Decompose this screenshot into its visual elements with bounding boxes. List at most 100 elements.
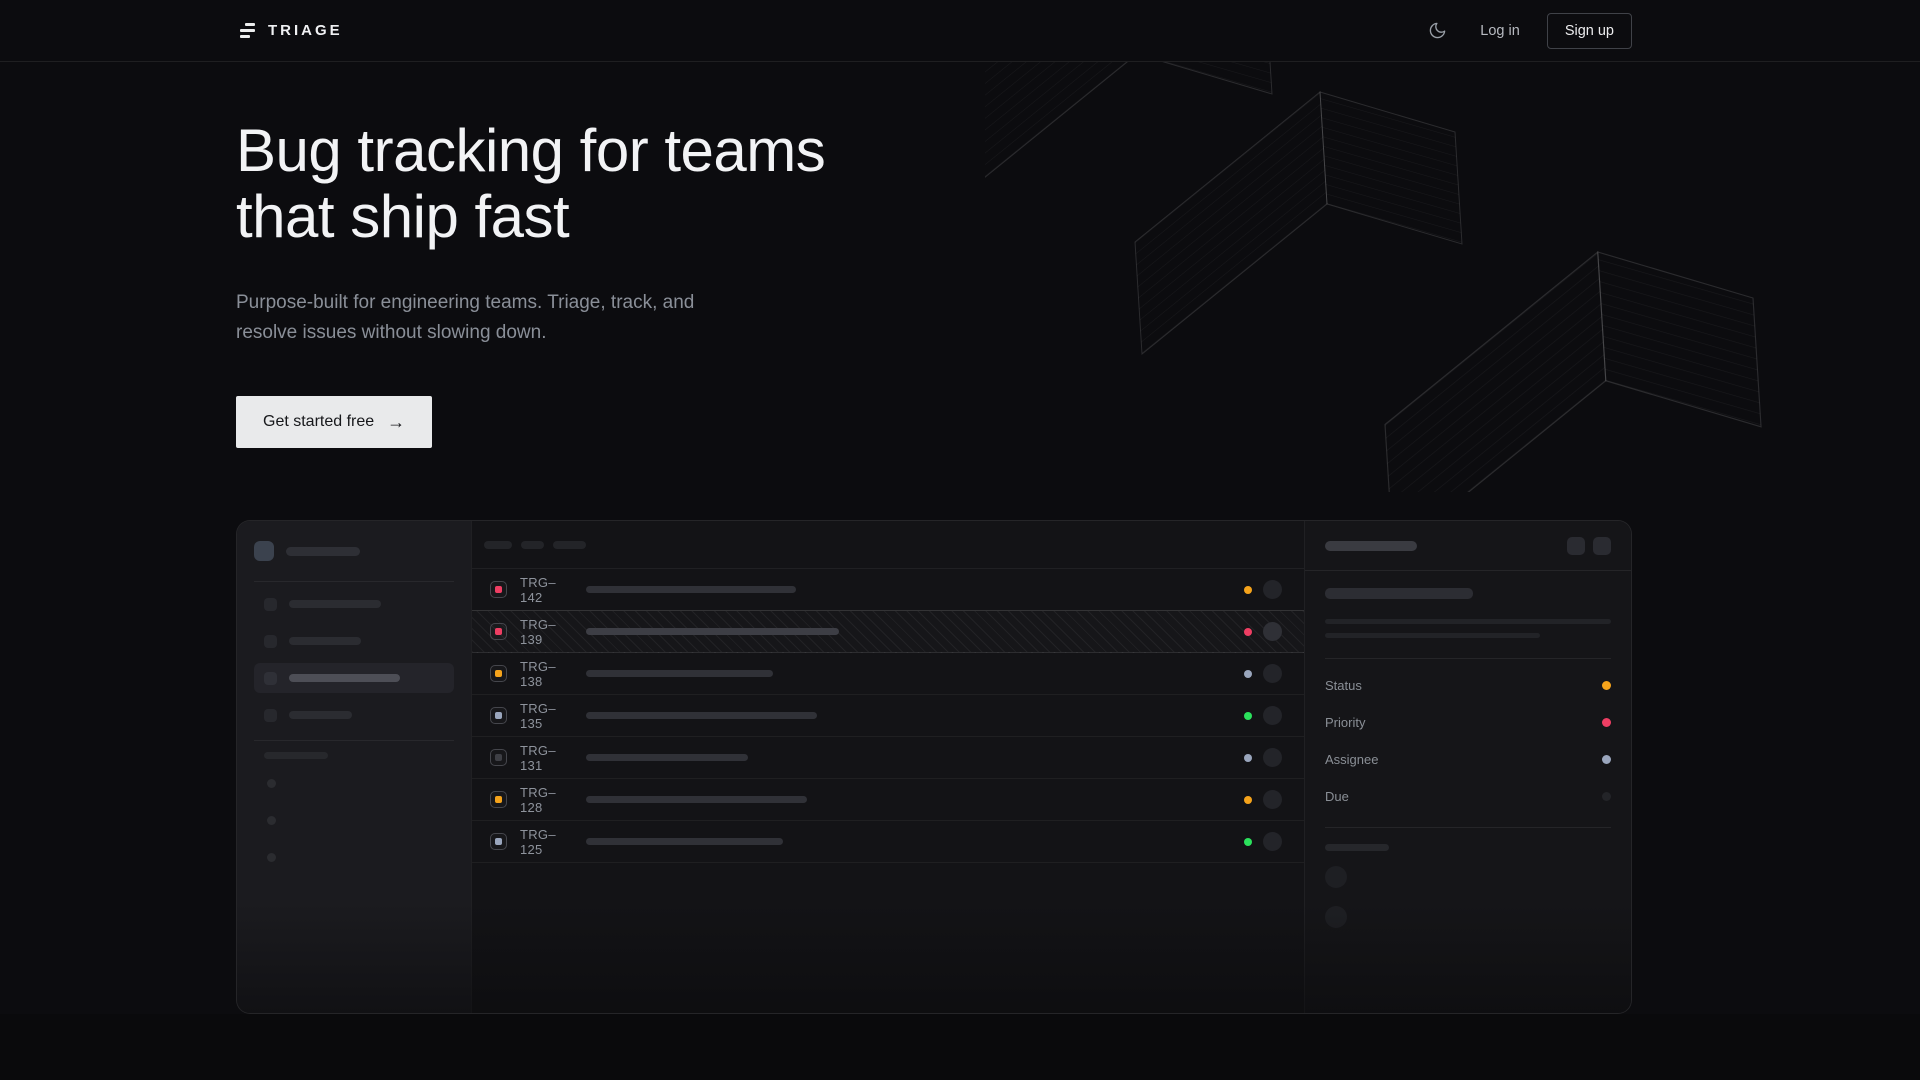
sidebar-nav-item-active [254,663,454,693]
assignee-avatar [1263,664,1282,683]
panel-body: Status Priority Assignee Due [1305,588,1631,928]
theme-toggle-button[interactable] [1428,21,1447,40]
nav-item-icon [264,597,277,611]
field-label: Priority [1325,715,1366,730]
field-value-dot [1602,792,1611,801]
sidebar-nav [254,589,454,730]
field-row: Due [1325,778,1611,815]
issue-list: TRG–142 TRG–139 TRG–138 TRG–135 TRG–131 [471,521,1305,1013]
sidebar-nav-item [254,700,454,730]
nav-item-icon [264,708,277,722]
issue-title-placeholder [586,712,817,719]
panel-divider [1325,658,1611,659]
panel-action-button [1567,536,1585,555]
issue-type-icon [490,833,507,850]
panel-title-placeholder [1325,540,1417,551]
issue-type-icon [490,665,507,682]
workspace-name-placeholder [286,546,360,556]
hero-subtitle: Purpose-built for engineering teams. Tri… [236,292,695,343]
workspace-row [254,541,454,561]
panel-divider [1325,827,1611,828]
issue-type-icon [490,791,507,808]
issue-id: TRG–139 [520,616,556,647]
nav-item-label-placeholder [289,711,352,719]
get-started-label: Get started free [263,413,375,430]
status-dot [1244,627,1252,636]
field-value-dot [1602,718,1611,727]
issue-id: TRG–131 [520,742,556,773]
comment-avatar [1325,906,1347,928]
nav-item-label-placeholder [289,600,381,608]
title-line-2: that ship fast [236,183,570,250]
status-dot [1244,711,1252,720]
brand-logo[interactable]: TRIAGE [240,22,343,39]
assignee-avatar [1263,832,1282,851]
assignee-avatar [1263,706,1282,725]
assignee-avatar [1263,622,1282,641]
panel-action-button [1593,536,1611,555]
field-value-dot [1602,681,1611,690]
description-line [1325,619,1611,624]
comment-avatar [1325,866,1347,888]
issue-title-placeholder [1325,588,1473,599]
panel-toolbar [1305,521,1631,571]
page-title: Bug tracking for teams that ship fast [236,117,826,250]
brand-name: TRIAGE [268,22,343,39]
mockup-sidebar [237,521,471,1013]
issue-type-icon [490,707,507,724]
issue-id: TRG–135 [520,700,556,731]
issue-row: TRG–142 [472,569,1304,611]
moon-icon [1430,22,1446,39]
issue-title-placeholder [586,754,748,761]
wireframe-decoration [985,62,1762,492]
title-line-1: Bug tracking for teams [236,117,826,184]
signup-button[interactable]: Sign up [1546,12,1632,49]
field-value-dot [1602,755,1611,764]
sidebar-section-label-placeholder [264,752,328,759]
field-label: Due [1325,789,1349,804]
assignee-avatar [1263,790,1282,809]
field-label: Assignee [1325,752,1379,767]
app-mockup: TRG–142 TRG–139 TRG–138 TRG–135 TRG–131 [236,520,1632,1014]
issue-row: TRG–131 [472,737,1304,779]
field-rows: Status Priority Assignee Due [1325,667,1611,815]
page-footer [0,1014,1920,1080]
status-dot [1244,753,1252,762]
description-line [1325,633,1540,638]
sidebar-divider [254,581,454,582]
top-nav: TRIAGE Log in Sign up [0,0,1920,62]
sidebar-nav-item [254,589,454,619]
sidebar-dot [267,816,276,825]
sidebar-dot [267,779,276,788]
issue-row: TRG–138 [472,653,1304,695]
assignee-avatar [1263,748,1282,767]
nav-item-label-placeholder [289,674,400,682]
sidebar-dot [267,853,276,862]
get-started-button[interactable]: Get started free → [236,396,433,448]
issue-row: TRG–128 [472,779,1304,821]
sidebar-nav-item [254,626,454,656]
issue-title-placeholder [586,670,773,677]
issue-id: TRG–142 [520,574,556,605]
list-toolbar [472,521,1304,569]
field-row: Priority [1325,704,1611,741]
issue-type-icon [490,581,507,598]
issue-row: TRG–139 [472,611,1304,653]
issue-rows: TRG–142 TRG–139 TRG–138 TRG–135 TRG–131 [472,569,1304,863]
issue-id: TRG–128 [520,784,556,815]
field-row: Assignee [1325,741,1611,778]
issue-row: TRG–125 [472,821,1304,863]
detail-panel: Status Priority Assignee Due [1305,521,1631,1013]
status-dot [1244,585,1252,594]
panel-actions [1567,536,1611,555]
issue-id: TRG–125 [520,826,556,857]
field-row: Status [1325,667,1611,704]
issue-title-placeholder [586,796,807,803]
issue-title-placeholder [586,628,839,635]
field-label: Status [1325,678,1362,693]
nav-item-icon [264,634,277,648]
toolbar-pill [521,540,544,549]
nav-item-icon [264,671,277,685]
triage-bars-icon [240,23,255,38]
login-link[interactable]: Log in [1480,22,1520,39]
